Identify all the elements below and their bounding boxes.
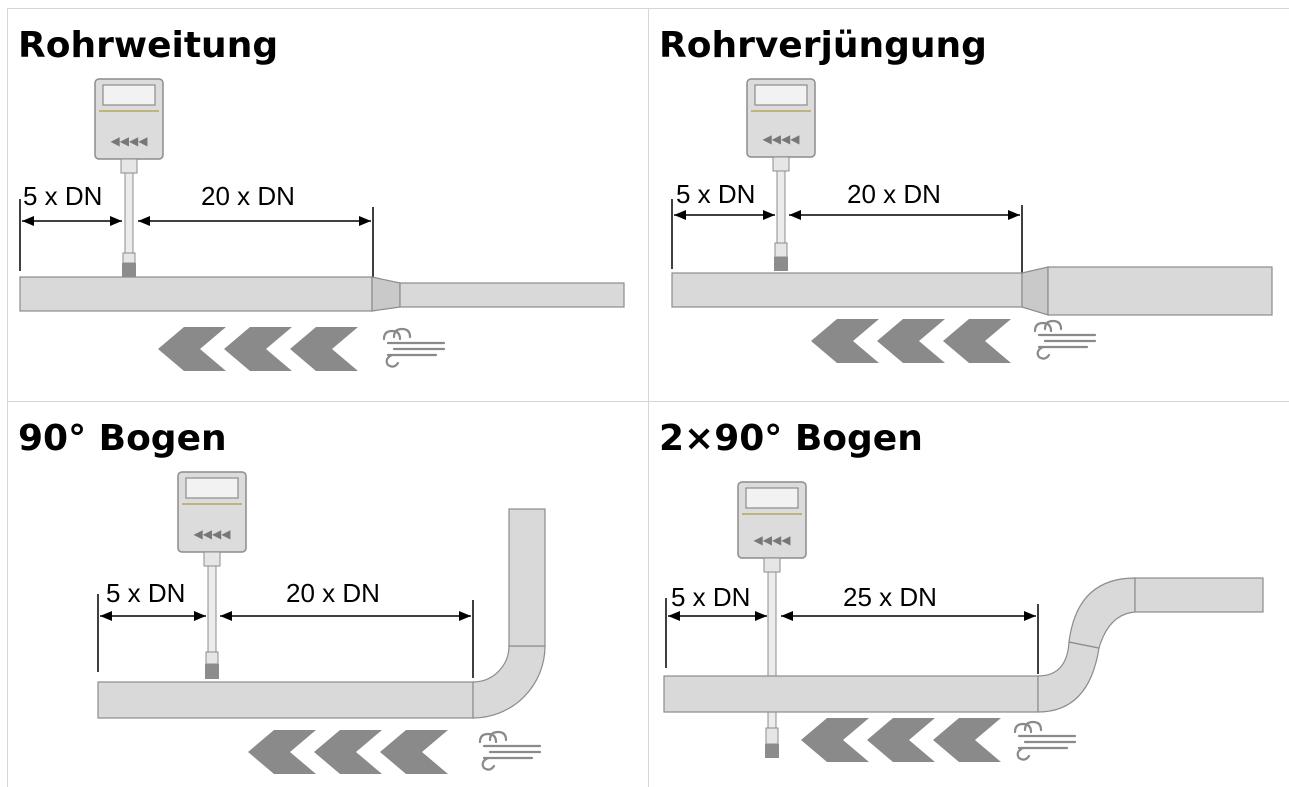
wind-icon bbox=[478, 730, 542, 771]
rohrweitung-diagram: ◀◀◀◀ 5 x DN 20 x DN bbox=[19, 78, 625, 371]
pipe bbox=[663, 577, 1264, 713]
panel-bogen2x90: 2×90° Bogen ◀◀◀◀ 5 x DN 25 x DN bbox=[649, 402, 1289, 787]
dimension-label-downstream: 20 x DN bbox=[286, 578, 380, 608]
dimension-label-downstream: 20 x DN bbox=[201, 181, 295, 211]
pipe bbox=[19, 276, 625, 312]
rohrverjuengung-diagram: ◀◀◀◀ 5 x DN 20 x DN bbox=[671, 78, 1273, 363]
svg-text:◀◀◀◀: ◀◀◀◀ bbox=[754, 533, 792, 547]
panel-rohrverjuengung: Rohrverjüngung ◀◀◀◀ 5 x DN 20 x DN bbox=[649, 9, 1289, 401]
dimension-label-upstream: 5 x DN bbox=[671, 582, 750, 612]
dimension-label-upstream: 5 x DN bbox=[23, 181, 102, 211]
flow-sensor-icon: ◀◀◀◀ bbox=[746, 78, 816, 271]
panel-title: Rohrweitung bbox=[18, 25, 279, 66]
dimension-label-downstream: 20 x DN bbox=[847, 179, 941, 209]
flow-direction-arrows-icon bbox=[801, 718, 1001, 762]
grid-line-left bbox=[7, 8, 8, 787]
panel-title: 90° Bogen bbox=[18, 418, 227, 459]
flow-direction-arrows-icon bbox=[811, 319, 1011, 363]
wind-icon bbox=[382, 327, 446, 368]
pipe bbox=[671, 266, 1273, 316]
bogen90-diagram: ◀◀◀◀ 5 x DN 20 x DN bbox=[97, 471, 546, 774]
grid-line-center bbox=[648, 8, 649, 787]
svg-text:◀◀◀◀: ◀◀◀◀ bbox=[194, 527, 232, 541]
dimension-label-upstream: 5 x DN bbox=[676, 179, 755, 209]
dimension-label-upstream: 5 x DN bbox=[106, 578, 185, 608]
panel-title: 2×90° Bogen bbox=[659, 418, 923, 459]
flow-sensor-icon: ◀◀◀◀ bbox=[177, 471, 247, 679]
svg-text:◀◀◀◀: ◀◀◀◀ bbox=[763, 132, 801, 146]
flow-direction-arrows-icon bbox=[158, 327, 358, 371]
svg-text:◀◀◀◀: ◀◀◀◀ bbox=[111, 134, 149, 148]
panel-bogen90: 90° Bogen ◀◀◀◀ 5 x DN 20 x DN bbox=[8, 402, 648, 787]
wind-icon bbox=[1033, 319, 1097, 360]
flow-sensor-icon: ◀◀◀◀ bbox=[737, 481, 807, 758]
dimension-label-downstream: 25 x DN bbox=[843, 582, 937, 612]
flow-sensor-icon: ◀◀◀◀ bbox=[94, 78, 164, 277]
bogen2x90-diagram: ◀◀◀◀ 5 x DN 25 x DN bbox=[663, 481, 1264, 762]
pipe bbox=[97, 508, 546, 719]
flow-direction-arrows-icon bbox=[248, 730, 448, 774]
panel-rohrweitung: Rohrweitung ◀◀◀◀ 5 x DN 20 x DN bbox=[8, 9, 648, 401]
panel-title: Rohrverjüngung bbox=[659, 25, 987, 66]
wind-icon bbox=[1013, 720, 1077, 761]
